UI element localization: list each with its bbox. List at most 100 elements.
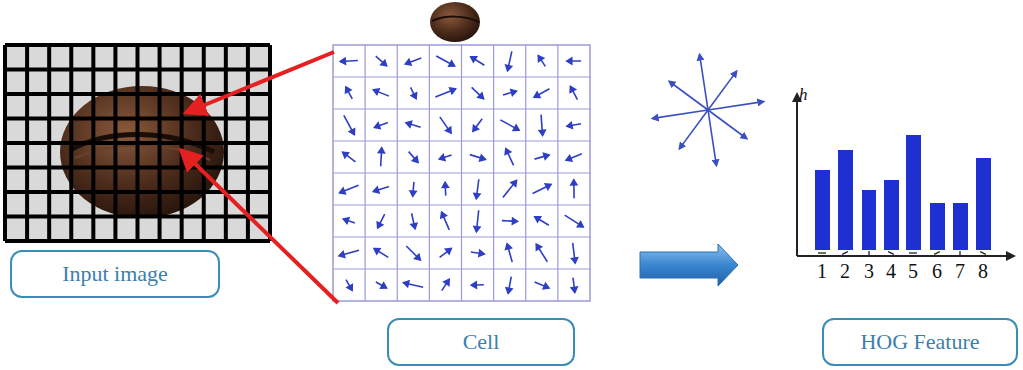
gradient-arrow [374,249,388,258]
arrow-head [444,279,449,285]
arrow-head [536,244,541,250]
arrow-head [571,180,577,185]
grid-line [5,117,270,121]
gradient-arrow [534,89,549,98]
bin-glyph [909,252,917,253]
arrow-head [346,87,351,93]
bin-number: 1 [817,261,827,281]
box-label: Cell [463,329,500,355]
arrow-head [474,226,480,231]
orientation-arrow [708,71,736,110]
arrow-head [567,122,572,128]
grid-line [5,68,270,72]
grid-line [5,43,270,47]
arrow-head [343,152,349,157]
gradient-arrow [503,181,517,198]
gradient-arrow [533,184,551,193]
arrow-head [415,254,421,260]
arrow-head [450,88,456,94]
gradient-arrow [409,152,418,163]
grid-line [557,45,558,301]
grid-line [5,190,270,194]
grid-line [493,45,494,301]
arrow-head [474,193,480,198]
arrow-head [572,258,578,263]
arrow-head [381,60,387,66]
gradient-arrow [344,115,354,134]
gradient-arrow [565,215,584,227]
arrow-head [480,155,486,161]
grid-line [333,172,590,173]
grid-line [5,166,270,170]
arrow-head [373,89,379,95]
grid-line [333,268,590,269]
arrow-head [543,283,549,289]
orientation-arrow [708,110,747,138]
grid-line [5,239,270,243]
arrow-head [347,285,352,291]
arrow-head [471,282,476,288]
arrow-head [449,61,455,66]
arrow-head [374,123,380,129]
gradient-arrow [373,90,389,96]
arrow-head [410,191,416,196]
arrow-head [378,148,384,153]
gradient-arrow [376,56,387,66]
gradient-arrow [506,149,514,166]
arrow-head [545,184,551,189]
arrow-head [479,250,484,256]
arrow-head [340,58,345,64]
arrow-head [381,283,387,288]
gradient-arrow [471,57,485,66]
grid-line [5,215,270,219]
gradient-arrow [343,152,356,162]
histogram [797,94,1014,256]
flow-arrow [640,244,738,286]
arrow-head [535,217,541,222]
arrow-head [473,125,478,131]
arrow-head [571,287,577,292]
gradient-arrow [538,56,545,67]
orientation-bins-star [653,55,764,166]
arrow-head [567,58,572,64]
arrow-head [511,90,517,96]
bin-glyph [818,252,826,253]
arrow-head [340,188,346,194]
orientation-arrow [708,110,716,165]
gradient-arrow [473,119,482,131]
box-label: Input image [62,261,168,287]
bin-number: 8 [978,261,988,281]
grid-line [333,236,590,237]
grid-line [333,204,590,205]
gradient-arrow [536,244,547,261]
gradient-arrow [472,87,484,98]
arrow-head [446,127,451,133]
label-box: HOG Feature [822,318,1018,366]
arrow-head [505,149,510,155]
grid-line [525,45,526,301]
arrow-head [374,249,380,254]
arrow-head [439,155,445,161]
gradient-arrow [406,246,420,260]
orientation-arrow [680,110,708,149]
label-box: Input image [10,250,220,298]
gradient-arrow [346,280,352,291]
arrow-head [512,218,517,224]
arrow-head [566,156,572,162]
arrow-head [411,223,417,229]
orientation-arrow [708,102,763,110]
arrow-head [412,157,418,163]
arrow-head [373,187,379,193]
grid-line [5,141,270,145]
gradient-arrow [376,282,387,288]
coffee-bean-thumbnail [430,2,480,42]
bin-glyph [934,252,940,255]
axis-label: h [799,86,808,103]
arrow-head [442,182,448,187]
gradient-arrow [442,212,450,230]
arrow-head [411,93,416,99]
arrow-head [405,59,411,65]
arrow-head [570,86,575,92]
